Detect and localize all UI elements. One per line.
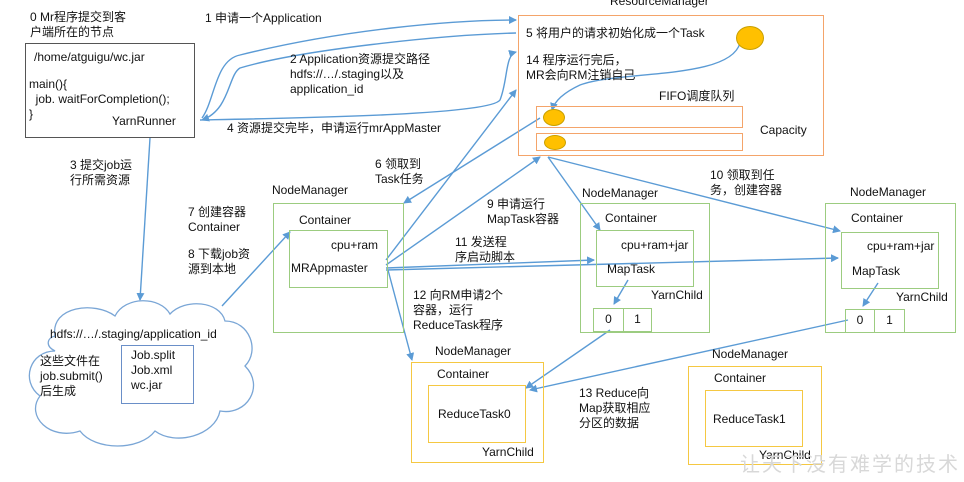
step-2-label: 2 Application资源提交路径 hdfs://…/.staging以及 … <box>290 52 431 96</box>
nm-appmaster-title: NodeManager <box>272 183 349 197</box>
yarnchild-label: YarnChild <box>482 445 534 459</box>
arrow-step4 <box>199 49 517 121</box>
arrow-map1-partitions <box>613 279 629 305</box>
job-files-box: Job.split Job.xml wc.jar <box>121 345 194 404</box>
arrow-map2-partitions <box>862 282 879 307</box>
reduce1-container: ReduceTask1 <box>705 390 803 447</box>
step-14-label: 14 程序运行完后， MR会向RM注销自己 <box>526 53 636 82</box>
nm-reduce0-title: NodeManager <box>435 344 512 358</box>
arrow-step13-b <box>529 319 849 393</box>
partition-0: 0 <box>593 308 624 332</box>
partition-1: 1 <box>623 308 652 332</box>
container-label: Container <box>714 371 767 385</box>
hdfs-note: 这些文件在 job.submit() 后生成 <box>40 354 103 398</box>
arrow-step1 <box>201 16 517 119</box>
client-code: main(){ job. waitForCompletion(); } <box>29 77 170 121</box>
step-1-label: 1 申请一个Application <box>205 11 322 25</box>
rm-title: ResourceManager <box>610 0 709 8</box>
step-5-label: 5 将用户的请求初始化成一个Task <box>526 26 705 40</box>
step-9-label: 9 申请运行 MapTask容器 <box>487 197 560 226</box>
arrow-step13-a <box>525 329 611 389</box>
arrow-step8 <box>221 231 291 307</box>
arrow-step12 <box>387 269 415 361</box>
node-manager-reduce1: Container ReduceTask1 YarnChild <box>688 366 822 465</box>
container-label: Container <box>299 213 352 227</box>
map1-container: cpu+ram+jar MapTask <box>596 230 694 287</box>
arrow-step6 <box>403 117 541 204</box>
appmaster-container: cpu+ram MRAppmaster <box>289 230 388 288</box>
capacity-label: Capacity <box>760 123 807 137</box>
arrow-step10-a <box>547 156 601 231</box>
step-10-label: 10 领取到任 务，创建容器 <box>710 168 783 197</box>
client-heading: 0 Mr程序提交到客 户端所在的节点 <box>30 10 127 39</box>
arrow-step11-a <box>385 256 595 269</box>
yarnchild-label: YarnChild <box>651 288 703 302</box>
arrow-step9 <box>385 156 541 266</box>
queued-task-icon <box>544 135 566 150</box>
container-label: Container <box>605 211 658 225</box>
step-11-label: 11 发送程 序启动脚本 <box>455 235 516 264</box>
step-13-label: 13 Reduce向 Map获取相应 分区的数据 <box>579 386 651 430</box>
maptask-label: MapTask <box>852 264 901 278</box>
resources-label: cpu+ram+jar <box>867 239 935 253</box>
map2-container: cpu+ram+jar MapTask <box>841 232 939 289</box>
client-node: /home/atguigu/wc.jar main(){ job. waitFo… <box>25 43 195 138</box>
partition-1: 1 <box>874 309 905 333</box>
queue-slot-2 <box>536 133 743 151</box>
step-6-label: 6 领取到 Task任务 <box>375 157 424 186</box>
file-job-split: Job.split <box>131 348 176 362</box>
jar-path: /home/atguigu/wc.jar <box>34 50 145 64</box>
arrow-step10-b <box>547 156 841 234</box>
yarnchild-label: YarnChild <box>759 448 811 462</box>
reducetask1-label: ReduceTask1 <box>713 412 786 426</box>
reducetask0-label: ReduceTask0 <box>438 407 511 421</box>
queue-slot-1 <box>536 106 743 128</box>
container-label: Container <box>851 211 904 225</box>
resources-label: cpu+ram <box>331 238 379 252</box>
step-7-label: 7 创建容器 Container <box>188 205 247 234</box>
nm-reduce1-title: NodeManager <box>712 347 789 361</box>
arrow-step11-b <box>385 254 839 271</box>
watermark: 让天下没有难学的技术 <box>740 452 960 476</box>
partition-0: 0 <box>845 309 875 333</box>
reduce0-container: ReduceTask0 <box>428 385 526 443</box>
arrow-step2 <box>201 32 517 122</box>
yarnchild-label: YarnChild <box>896 290 948 304</box>
file-job-xml: Job.xml <box>131 363 173 377</box>
resources-label: cpu+ram+jar <box>621 238 689 252</box>
file-wc-jar: wc.jar <box>131 378 163 392</box>
task-icon <box>736 26 764 50</box>
step-3-label: 3 提交job运 行所需资源 <box>70 158 133 187</box>
nm-map2-title: NodeManager <box>850 185 927 199</box>
step-4-label: 4 资源提交完毕，申请运行mrAppMaster <box>227 121 442 135</box>
node-manager-map2: Container cpu+ram+jar MapTask YarnChild … <box>825 203 956 333</box>
node-manager-map1: Container cpu+ram+jar MapTask YarnChild … <box>580 203 710 333</box>
queued-task-icon <box>543 109 565 126</box>
node-manager-reduce0: Container ReduceTask0 YarnChild <box>411 362 544 463</box>
nm-map1-title: NodeManager <box>582 186 659 200</box>
step-12-label: 12 向RM申请2个 容器，运行 ReduceTask程序 <box>413 288 504 332</box>
mrappmaster-label: MRAppmaster <box>291 261 368 275</box>
node-manager-appmaster: Container cpu+ram MRAppmaster <box>273 203 404 333</box>
hdfs-staging-path: hdfs://…/.staging/application_id <box>50 327 217 341</box>
arrow-step5 <box>550 42 741 111</box>
fifo-queue-label: FIFO调度队列 <box>659 89 735 103</box>
arrow-step14 <box>385 89 517 261</box>
arrow-step3 <box>136 137 151 301</box>
yarn-runner-label: YarnRunner <box>112 114 176 128</box>
container-label: Container <box>437 367 490 381</box>
resource-manager: 5 将用户的请求初始化成一个Task 14 程序运行完后， MR会向RM注销自己… <box>518 15 824 156</box>
maptask-label: MapTask <box>607 262 656 276</box>
step-8-label: 8 下载job资 源到本地 <box>188 247 251 276</box>
